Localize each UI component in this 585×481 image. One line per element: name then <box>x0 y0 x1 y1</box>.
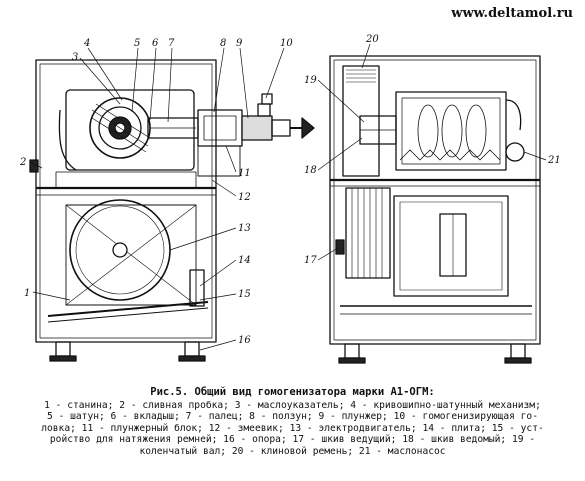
callout-4: 4 <box>83 38 90 49</box>
caption-title: Рис.5. Общий вид гомогенизатора марки А1… <box>150 386 435 398</box>
caption-line: ловка; 11 - плунжерный блок; 12 - змееви… <box>41 422 544 434</box>
callout-9: 9 <box>236 38 243 49</box>
callout-14: 14 <box>238 255 251 266</box>
callout-2: 2 <box>19 157 26 168</box>
caption-line: 5 - шатун; 6 - вкладыш; 7 - палец; 8 - п… <box>47 411 538 423</box>
callout-10: 10 <box>280 38 293 49</box>
callout-12: 12 <box>238 192 251 203</box>
callout-11: 11 <box>238 168 251 179</box>
site-url: www.deltamol.ru <box>451 6 573 21</box>
caption-line: ройство для натяжения ремней; 16 - опора… <box>49 434 536 446</box>
callout-1: 1 <box>24 288 30 299</box>
callout-6: 6 <box>152 38 159 49</box>
callout-15: 15 <box>238 289 251 300</box>
figure-caption: Рис.5. Общий вид гомогенизатора марки А1… <box>0 386 585 458</box>
callout-16: 16 <box>238 335 251 346</box>
callout-19: 19 <box>304 75 317 86</box>
callout-17: 17 <box>304 255 317 266</box>
callout-3: 3 <box>72 52 78 63</box>
caption-line: коленчатый вал; 20 - клиновой ремень; 21… <box>139 445 446 457</box>
homogenizer-drawing: 1 2 3 4 5 6 7 8 9 10 11 12 13 14 15 16 1… <box>19 34 561 364</box>
callout-5: 5 <box>134 38 140 49</box>
callout-8: 8 <box>220 38 226 49</box>
callout-13: 13 <box>238 223 251 234</box>
callout-21: 21 <box>547 155 561 166</box>
front-view <box>29 59 315 362</box>
callout-18: 18 <box>304 165 317 176</box>
leader-lines <box>29 43 547 351</box>
caption-line: 1 - станина; 2 - сливная пробка; 3 - мас… <box>44 399 541 411</box>
side-view <box>329 55 541 364</box>
callout-7: 7 <box>168 38 175 49</box>
callout-20: 20 <box>365 34 379 45</box>
